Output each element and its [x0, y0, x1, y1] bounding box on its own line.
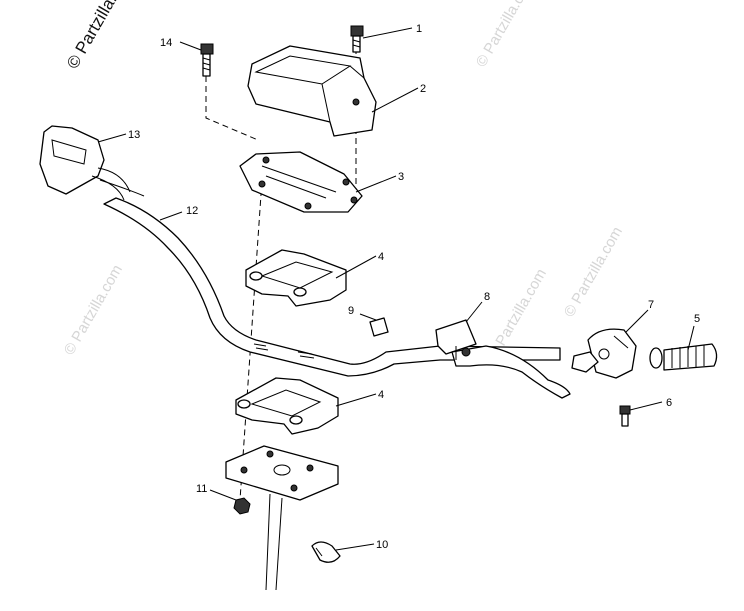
callout-10: 10: [376, 539, 388, 551]
callout-9: 9: [348, 305, 354, 317]
callout-8: 8: [484, 291, 490, 303]
callout-14: 14: [160, 37, 172, 49]
callout-1: 1: [416, 23, 422, 35]
watermark-left-middle: © Partzilla.com: [61, 262, 126, 358]
callout-13: 13: [128, 129, 140, 141]
part-bolt-1: [350, 25, 364, 53]
part-spacer: [369, 317, 389, 337]
callout-12: 12: [186, 205, 198, 217]
part-brake-lever-bracket: [435, 319, 571, 399]
part-lower-clamp: [235, 377, 339, 435]
callout-7: 7: [648, 299, 654, 311]
part-nut: [233, 497, 251, 515]
part-upper-clamp: [245, 249, 347, 307]
watermark-top-left: © Partzilla.com: [63, 0, 137, 72]
part-cover-plate: [239, 151, 363, 213]
part-mounting-plate: [225, 445, 339, 501]
callout-6: 6: [666, 397, 672, 409]
part-switch-housing: [39, 125, 145, 201]
part-bolt-14: [200, 43, 214, 77]
part-handlebar-cover: [247, 45, 377, 137]
watermark-top-right: © Partzilla.com: [473, 0, 538, 70]
callout-11: 11: [196, 483, 207, 495]
part-clip: [311, 541, 341, 563]
part-steering-post: [265, 493, 283, 591]
part-throttle-housing: [571, 328, 637, 379]
callout-4-lower: 4: [378, 389, 384, 401]
part-screw: [619, 405, 631, 427]
callout-2: 2: [420, 83, 426, 95]
callout-5: 5: [694, 313, 700, 325]
leader-lines: [97, 27, 695, 551]
callouts: 1 2 3 4 4 5 6 7 8 9 10 11 12 13 14: [128, 23, 700, 551]
watermark-right: © Partzilla.com: [561, 224, 626, 320]
callout-3: 3: [398, 171, 404, 183]
callout-4-upper: 4: [378, 251, 384, 263]
part-grip: [649, 343, 718, 371]
